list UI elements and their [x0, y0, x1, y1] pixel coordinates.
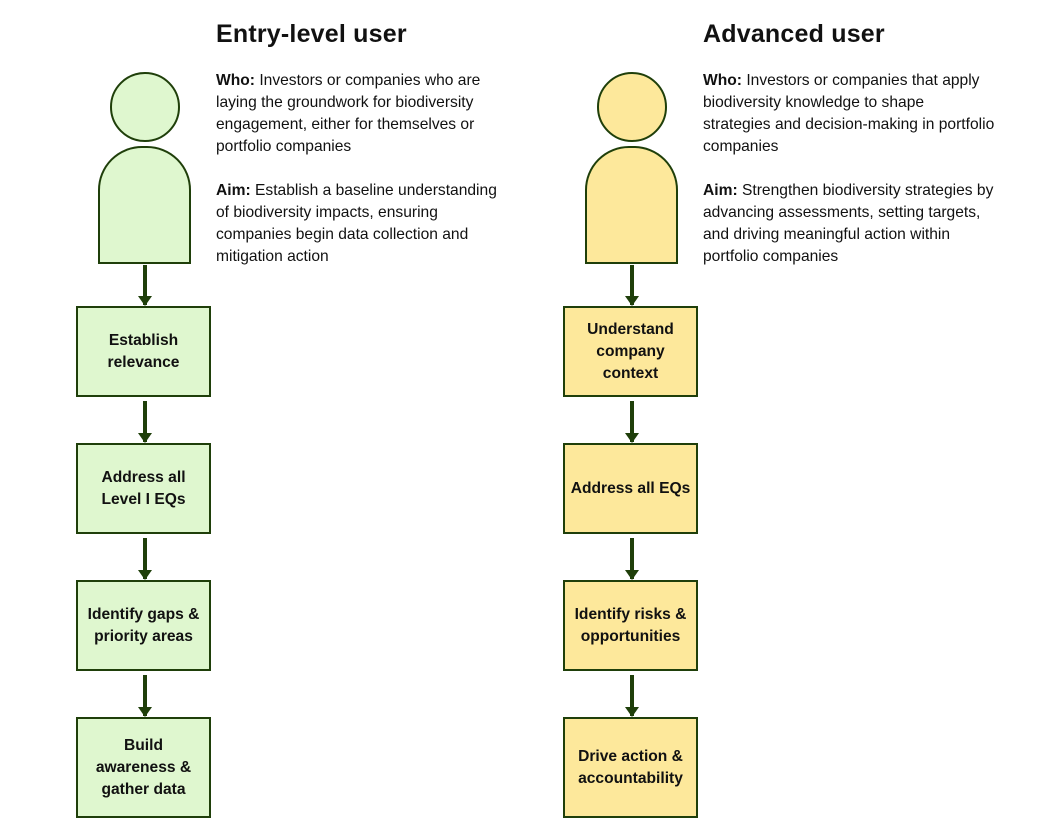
entry-who: Who: Investors or companies who are layi…	[216, 70, 508, 158]
entry-user-icon	[98, 72, 194, 266]
entry-who-text: Investors or companies who are laying th…	[216, 72, 481, 155]
entry-user-head	[110, 72, 180, 142]
entry-arrow-1	[138, 265, 152, 306]
entry-step-4: Build awareness & gather data	[76, 717, 211, 818]
entry-aim-text: Establish a baseline understanding of bi…	[216, 182, 497, 265]
entry-user-body	[98, 146, 191, 264]
entry-arrow-2	[138, 401, 152, 443]
entry-aim-label: Aim:	[216, 182, 251, 199]
entry-level-title: Entry-level user	[216, 20, 407, 48]
entry-step-3: Identify gaps & priority areas	[76, 580, 211, 671]
entry-aim: Aim: Establish a baseline understanding …	[216, 180, 508, 268]
entry-arrow-3	[138, 538, 152, 580]
entry-arrow-4	[138, 675, 152, 717]
entry-who-label: Who:	[216, 72, 255, 89]
entry-step-2: Address all Level I EQs	[76, 443, 211, 534]
entry-step-1: Establish relevance	[76, 306, 211, 397]
entry-level-description: Who: Investors or companies who are layi…	[216, 70, 508, 290]
